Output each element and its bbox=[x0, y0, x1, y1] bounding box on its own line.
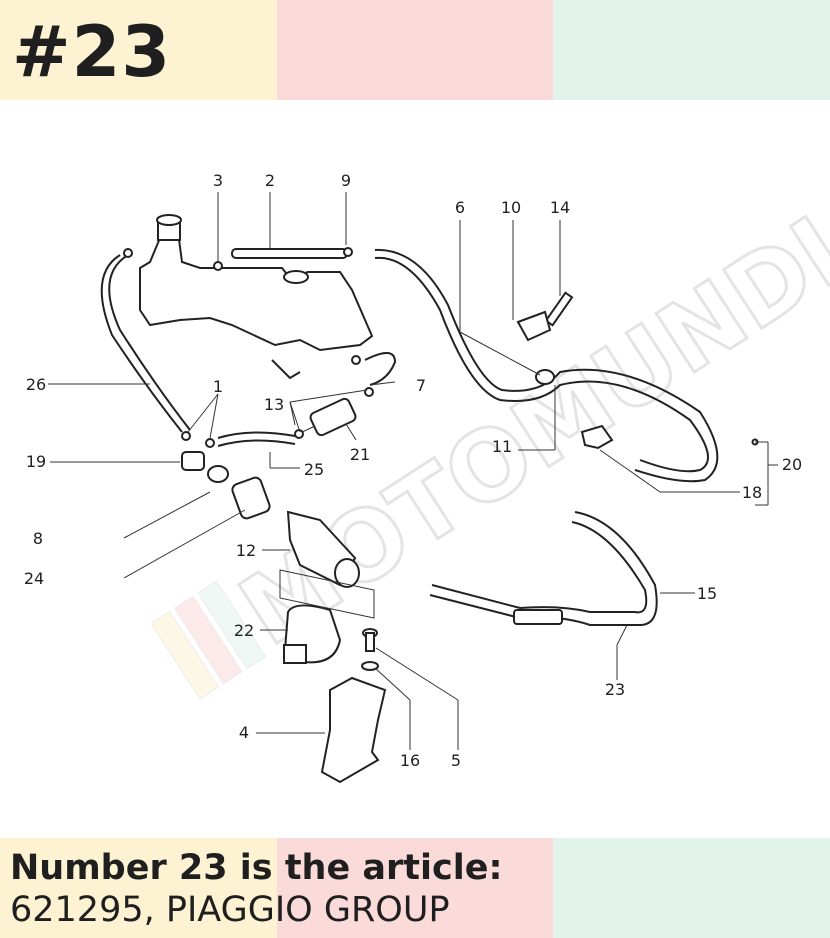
hose-6 bbox=[374, 256, 709, 473]
exploded-parts-diagram: MOTOMUNDIA bbox=[24, 154, 830, 784]
sleeve-24 bbox=[231, 476, 271, 520]
callout-labels: 3 2 9 6 10 14 26 1 13 7 21 11 20 19 25 1… bbox=[24, 171, 802, 770]
fitting-19 bbox=[181, 451, 229, 483]
clamp-3 bbox=[213, 261, 223, 271]
callout-16: 15 bbox=[697, 584, 717, 603]
callout-24: 24 bbox=[24, 569, 44, 588]
callout-20: 20 bbox=[782, 455, 802, 474]
fuel-pump-12 bbox=[286, 510, 360, 588]
clamp-1b bbox=[205, 438, 215, 448]
callout-18: 18 bbox=[742, 483, 762, 502]
callout-12: 12 bbox=[236, 541, 256, 560]
footer-band bbox=[0, 838, 830, 938]
watermark-text: MOTOMUNDIA bbox=[221, 155, 830, 667]
callout-6: 6 bbox=[455, 198, 465, 217]
article-heading: Number 23 is the article: bbox=[10, 848, 503, 888]
header-band-yellow bbox=[0, 0, 277, 100]
header-band bbox=[0, 0, 830, 100]
callout-3: 3 bbox=[213, 171, 223, 190]
header-band-mint bbox=[553, 0, 830, 100]
sleeve-23 bbox=[513, 609, 563, 625]
header-band-pink bbox=[277, 0, 553, 100]
callout-21: 21 bbox=[350, 445, 370, 464]
callout-19: 19 bbox=[26, 452, 46, 471]
footer-band-mint bbox=[553, 838, 830, 938]
callout-10: 10 bbox=[501, 198, 521, 217]
callout-8: 8 bbox=[33, 529, 43, 548]
clamp-7 bbox=[351, 355, 361, 365]
clamp-13a bbox=[294, 429, 304, 439]
screw-14 bbox=[544, 291, 574, 327]
elbow-18 bbox=[580, 424, 614, 450]
callout-1: 1 bbox=[213, 377, 223, 396]
callout-13: 13 bbox=[264, 395, 284, 414]
hose-2 bbox=[231, 248, 348, 259]
callout-22: 22 bbox=[234, 621, 254, 640]
clamp-26 bbox=[123, 248, 133, 258]
callout-11: 11 bbox=[492, 437, 512, 456]
footer-band-pink bbox=[277, 838, 553, 938]
footer-band-yellow bbox=[0, 838, 277, 938]
clip-10 bbox=[516, 310, 552, 342]
callout-5: 5 bbox=[451, 751, 461, 770]
leader-lines bbox=[48, 192, 778, 750]
callout-7: 7 bbox=[416, 376, 426, 395]
rubber-mount-22 bbox=[283, 604, 342, 664]
part-number-title: #23 bbox=[12, 11, 172, 93]
hose-25 bbox=[217, 431, 296, 439]
callout-2: 2 bbox=[265, 171, 275, 190]
clamp-9 bbox=[343, 247, 353, 257]
fitting-11 bbox=[535, 369, 555, 385]
callout-26: 26 bbox=[26, 375, 46, 394]
callout-14: 14 bbox=[550, 198, 570, 217]
clamp-1a bbox=[181, 431, 191, 441]
callout-23: 23 bbox=[605, 680, 625, 699]
callout-25: 25 bbox=[304, 460, 324, 479]
article-code-brand: 621295, PIAGGIO GROUP bbox=[10, 890, 450, 930]
screw-5 bbox=[361, 628, 379, 671]
fuel-tank bbox=[139, 214, 374, 380]
callout-9: 9 bbox=[341, 171, 351, 190]
washer-15 bbox=[361, 661, 379, 671]
callout-4: 4 bbox=[239, 723, 249, 742]
bracket-4 bbox=[320, 676, 387, 784]
callout-15: 16 bbox=[400, 751, 420, 770]
breather-hose-26 bbox=[108, 254, 191, 431]
clamp-13b bbox=[364, 387, 374, 397]
fuel-filter-21 bbox=[299, 397, 357, 437]
fuel-hose-7 bbox=[364, 352, 397, 386]
